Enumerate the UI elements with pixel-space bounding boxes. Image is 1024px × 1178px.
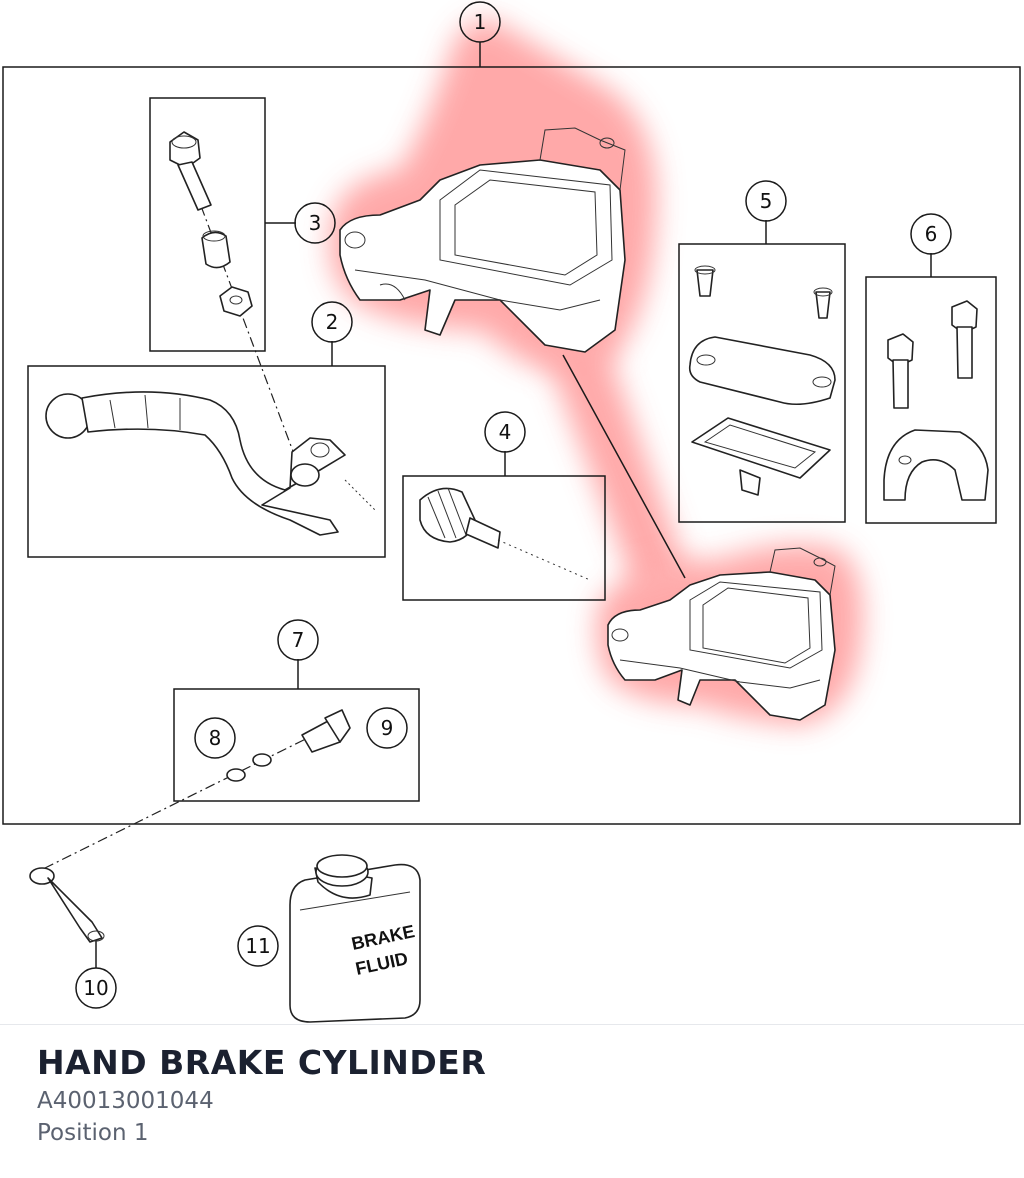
banjo-fitting bbox=[29, 867, 105, 943]
box-bolt-kit bbox=[149, 97, 266, 352]
svg-text:7: 7 bbox=[292, 628, 305, 652]
svg-text:5: 5 bbox=[760, 189, 773, 213]
box-piston bbox=[402, 475, 606, 601]
part-number: A40013001044 bbox=[37, 1088, 214, 1114]
box-cover-kit bbox=[678, 243, 846, 523]
page-title: HAND BRAKE CYLINDER bbox=[37, 1043, 487, 1082]
svg-text:10: 10 bbox=[83, 976, 108, 1000]
main-frame bbox=[2, 66, 1021, 825]
leader-lines bbox=[95, 42, 932, 968]
svg-text:4: 4 bbox=[499, 420, 512, 444]
svg-text:1: 1 bbox=[474, 10, 487, 34]
reservoir-cover-kit bbox=[688, 265, 836, 496]
callout-2[interactable]: 2 bbox=[311, 301, 353, 343]
brake-lever bbox=[45, 391, 376, 536]
pivot-bolt-set bbox=[169, 131, 253, 317]
handlebar-clamp-kit bbox=[883, 300, 989, 501]
callouts: 1 2 3 4 5 6 7 8 9 10 11 bbox=[75, 1, 952, 1009]
position-label: Position 1 bbox=[37, 1120, 149, 1146]
callout-3[interactable]: 3 bbox=[294, 202, 336, 244]
svg-text:2: 2 bbox=[326, 310, 339, 334]
callout-7[interactable]: 7 bbox=[277, 619, 319, 661]
exploded-parts-diagram: BRAKE FLUID 1 2 3 4 5 6 7 8 9 10 11 bbox=[2, 1, 1021, 1023]
svg-text:3: 3 bbox=[309, 211, 322, 235]
svg-text:6: 6 bbox=[925, 222, 938, 246]
svg-text:11: 11 bbox=[245, 934, 270, 958]
callout-8[interactable]: 8 bbox=[194, 717, 236, 759]
master-cylinder-body bbox=[339, 127, 626, 353]
master-cylinder-body-detail bbox=[607, 547, 836, 721]
callout-10[interactable]: 10 bbox=[75, 967, 117, 1009]
brake-fluid-can: BRAKE FLUID bbox=[289, 854, 421, 1023]
callout-1[interactable]: 1 bbox=[459, 1, 501, 43]
svg-text:8: 8 bbox=[209, 726, 222, 750]
callout-6[interactable]: 6 bbox=[910, 213, 952, 255]
banjo-bolt-kit bbox=[226, 709, 351, 782]
caption-panel: HAND BRAKE CYLINDER A40013001044 Positio… bbox=[0, 1024, 1024, 1178]
box-lever bbox=[27, 365, 386, 558]
callout-5[interactable]: 5 bbox=[745, 180, 787, 222]
svg-text:9: 9 bbox=[381, 716, 394, 740]
callout-4[interactable]: 4 bbox=[484, 411, 526, 453]
callout-9[interactable]: 9 bbox=[366, 707, 408, 749]
callout-11[interactable]: 11 bbox=[237, 925, 279, 967]
piston-assembly bbox=[419, 487, 591, 581]
assembly-axes bbox=[44, 149, 341, 869]
box-banjo-kit bbox=[173, 688, 420, 802]
